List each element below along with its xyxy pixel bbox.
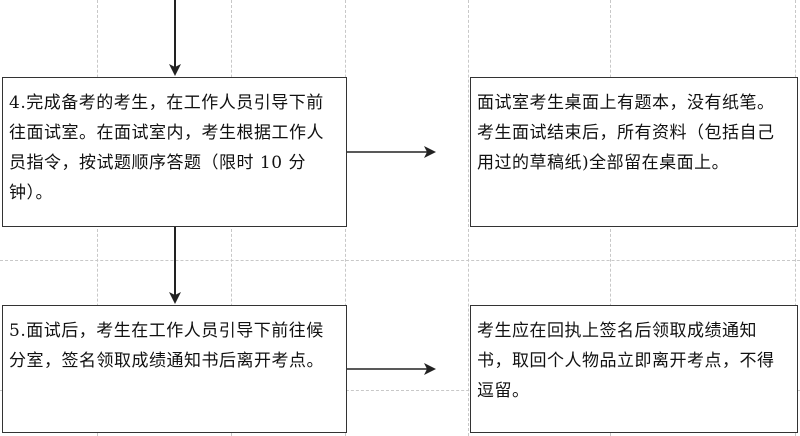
step5-box: 5.面试后，考生在工作人员引导下前往候分室，签名领取成绩通知书后离开考点。 <box>2 305 347 433</box>
grid-line <box>468 0 469 436</box>
note5-text: 考生应在回执上签名后领取成绩通知书，取回个人物品立即离开考点，不得逗留。 <box>477 321 775 401</box>
step4-box: 4.完成备考的考生，在工作人员引导下前往面试室。在面试室内，考生根据工作人员指令… <box>2 77 347 227</box>
step4-text: 4.完成备考的考生，在工作人员引导下前往面试室。在面试室内，考生根据工作人员指令… <box>9 93 324 203</box>
note4-box: 面试室考生桌面上有题本，没有纸笔。考生面试结束后，所有资料（包括自己用过的草稿纸… <box>470 77 798 227</box>
note4-text: 面试室考生桌面上有题本，没有纸笔。考生面试结束后，所有资料（包括自己用过的草稿纸… <box>477 93 775 173</box>
grid-line <box>0 260 800 261</box>
note5-box: 考生应在回执上签名后领取成绩通知书，取回个人物品立即离开考点，不得逗留。 <box>470 305 798 433</box>
grid-line <box>0 390 800 391</box>
step5-text: 5.面试后，考生在工作人员引导下前往候分室，签名领取成绩通知书后离开考点。 <box>9 321 324 371</box>
